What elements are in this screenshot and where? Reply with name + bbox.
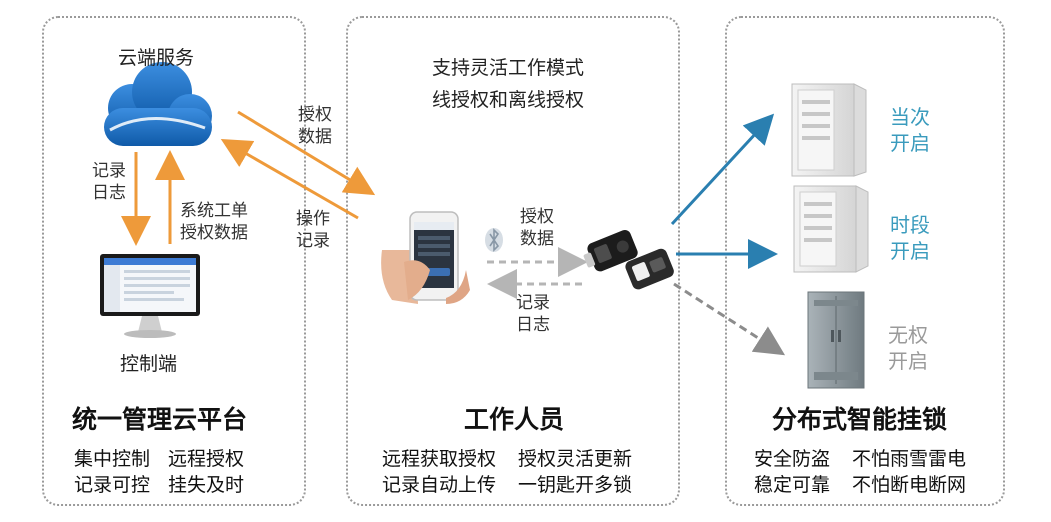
key-auth-data-label-1: 授权 — [520, 207, 554, 227]
auth-data-arrow — [237, 110, 376, 196]
feature-text: 挂失及时 — [168, 474, 245, 496]
feature-text: 安全防盗 — [754, 448, 831, 470]
op-record-label-2: 记录 — [296, 231, 330, 251]
feature-text: 远程获取授权 — [382, 448, 497, 470]
cabinet-icon — [793, 185, 869, 273]
auth-data-label-1: 授权 — [298, 105, 332, 125]
status-label: 时段 — [890, 213, 930, 237]
feature-text: 集中控制 — [74, 448, 151, 470]
feature-text: 记录自动上传 — [382, 474, 497, 496]
to-cabinet-1-arrow — [670, 113, 775, 226]
key-log-label-1: 记录 — [516, 293, 550, 313]
bluetooth-icon — [485, 228, 503, 252]
smart-lock-title: 分布式智能挂锁 — [772, 405, 948, 434]
feature-text: 记录可控 — [74, 474, 151, 496]
cloud-platform-panel — [42, 16, 306, 506]
smart-key-icon — [583, 229, 674, 290]
status-label: 开启 — [890, 131, 930, 155]
op-record-label-1: 操作 — [296, 209, 330, 229]
feature-text: 稳定可靠 — [754, 474, 831, 496]
to-cabinet-3-arrow — [673, 282, 786, 356]
cabinet-icon — [807, 291, 865, 389]
key-log-label-2: 日志 — [516, 315, 550, 335]
status-label: 开启 — [888, 349, 928, 373]
record-log-label-1: 记录 — [92, 161, 126, 181]
phone-icon — [381, 211, 470, 304]
console-label: 控制端 — [120, 353, 178, 375]
cloud-platform-title: 统一管理云平台 — [72, 405, 248, 434]
feature-text: 不怕雨雪雷电 — [852, 448, 967, 470]
workorder-label-2: 授权数据 — [180, 223, 248, 243]
feature-text: 远程授权 — [168, 448, 245, 470]
feature-text: 一钥匙开多锁 — [518, 474, 633, 496]
cabinet-icon — [791, 83, 867, 177]
staff-title: 工作人员 — [464, 405, 565, 434]
feature-text: 授权灵活更新 — [518, 448, 633, 470]
monitor-icon — [100, 254, 200, 338]
staff-panel — [346, 16, 680, 506]
record-log-label-2: 日志 — [92, 183, 126, 203]
cloud-icon — [104, 62, 212, 146]
mode-line-1: 支持灵活工作模式 — [432, 57, 585, 79]
status-label: 开启 — [890, 239, 930, 263]
key-auth-data-label-2: 数据 — [520, 229, 554, 249]
cloud-service-label: 云端服务 — [118, 47, 195, 69]
auth-data-label-2: 数据 — [298, 127, 332, 147]
mode-line-2: 线授权和离线授权 — [432, 89, 585, 111]
feature-text: 不怕断电断网 — [852, 474, 967, 496]
status-label: 无权 — [888, 323, 928, 347]
op-record-arrow — [220, 139, 359, 220]
smart-lock-panel — [725, 16, 1005, 506]
workorder-label-1: 系统工单 — [180, 201, 248, 221]
status-label: 当次 — [890, 105, 930, 129]
